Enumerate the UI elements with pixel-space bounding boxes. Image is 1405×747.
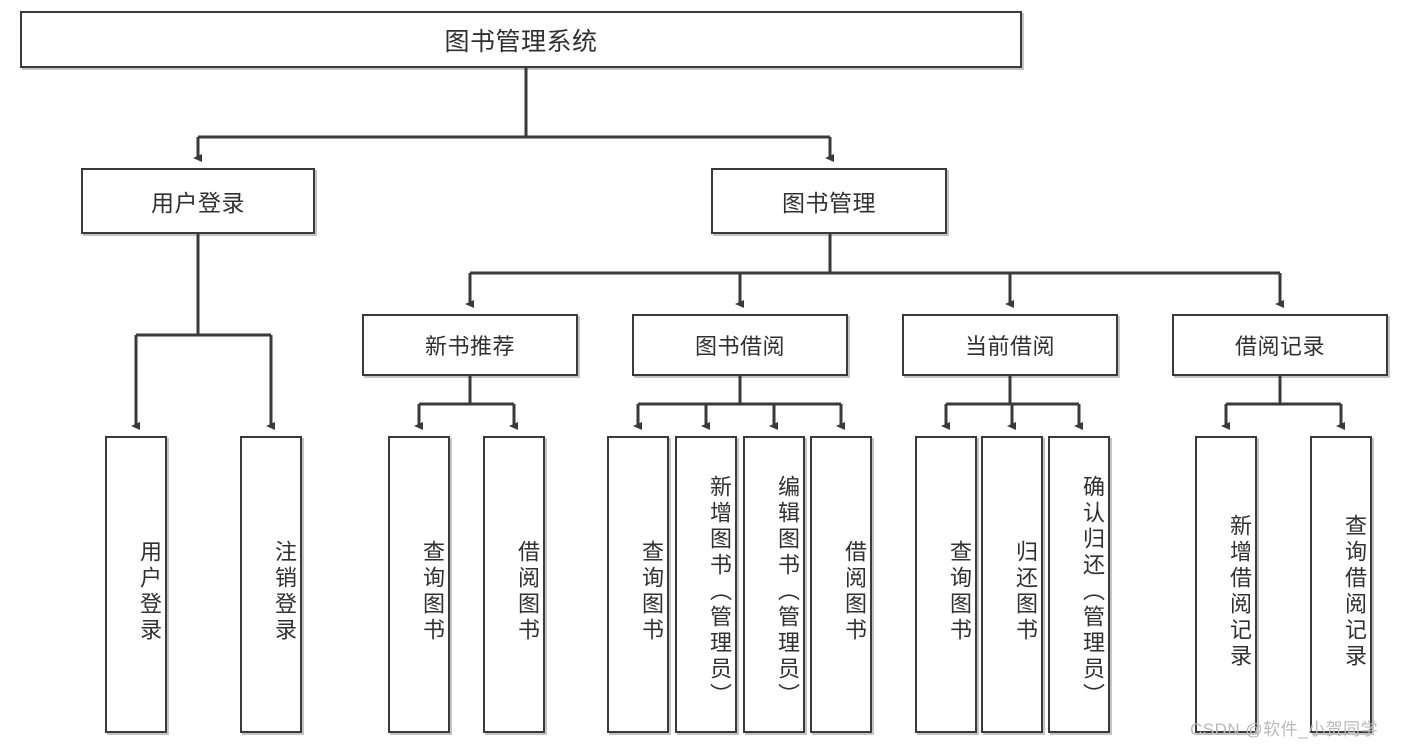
node-borrow-record[interactable]: 借阅记录 bbox=[1172, 314, 1388, 376]
leaf-node[interactable]: 编辑图书（管理员） bbox=[743, 436, 805, 733]
node-book-borrow[interactable]: 图书借阅 bbox=[632, 314, 848, 376]
leaf-node[interactable]: 查询图书 bbox=[915, 436, 977, 733]
leaf-node[interactable]: 借阅图书 bbox=[810, 436, 872, 733]
node-root[interactable]: 图书管理系统 bbox=[20, 11, 1022, 68]
leaf-node[interactable]: 查询图书 bbox=[607, 436, 669, 733]
leaf-node[interactable]: 注销登录 bbox=[240, 436, 302, 733]
leaf-node[interactable]: 归还图书 bbox=[981, 436, 1043, 733]
node-book-management[interactable]: 图书管理 bbox=[711, 168, 947, 234]
node-user-login[interactable]: 用户登录 bbox=[81, 168, 315, 234]
leaf-node[interactable]: 查询借阅记录 bbox=[1310, 436, 1372, 733]
node-new-book-recommend[interactable]: 新书推荐 bbox=[362, 314, 578, 376]
leaf-node[interactable]: 借阅图书 bbox=[483, 436, 545, 733]
leaf-node[interactable]: 查询图书 bbox=[388, 436, 450, 733]
leaf-node[interactable]: 新增借阅记录 bbox=[1195, 436, 1257, 733]
csdn-watermark: CSDN @软件_小贺同学 bbox=[1190, 720, 1379, 739]
leaf-node[interactable]: 新增图书（管理员） bbox=[675, 436, 737, 733]
leaf-node[interactable]: 用户登录 bbox=[105, 436, 167, 733]
node-current-borrow[interactable]: 当前借阅 bbox=[902, 314, 1118, 376]
leaf-node[interactable]: 确认归还（管理员） bbox=[1048, 436, 1110, 733]
